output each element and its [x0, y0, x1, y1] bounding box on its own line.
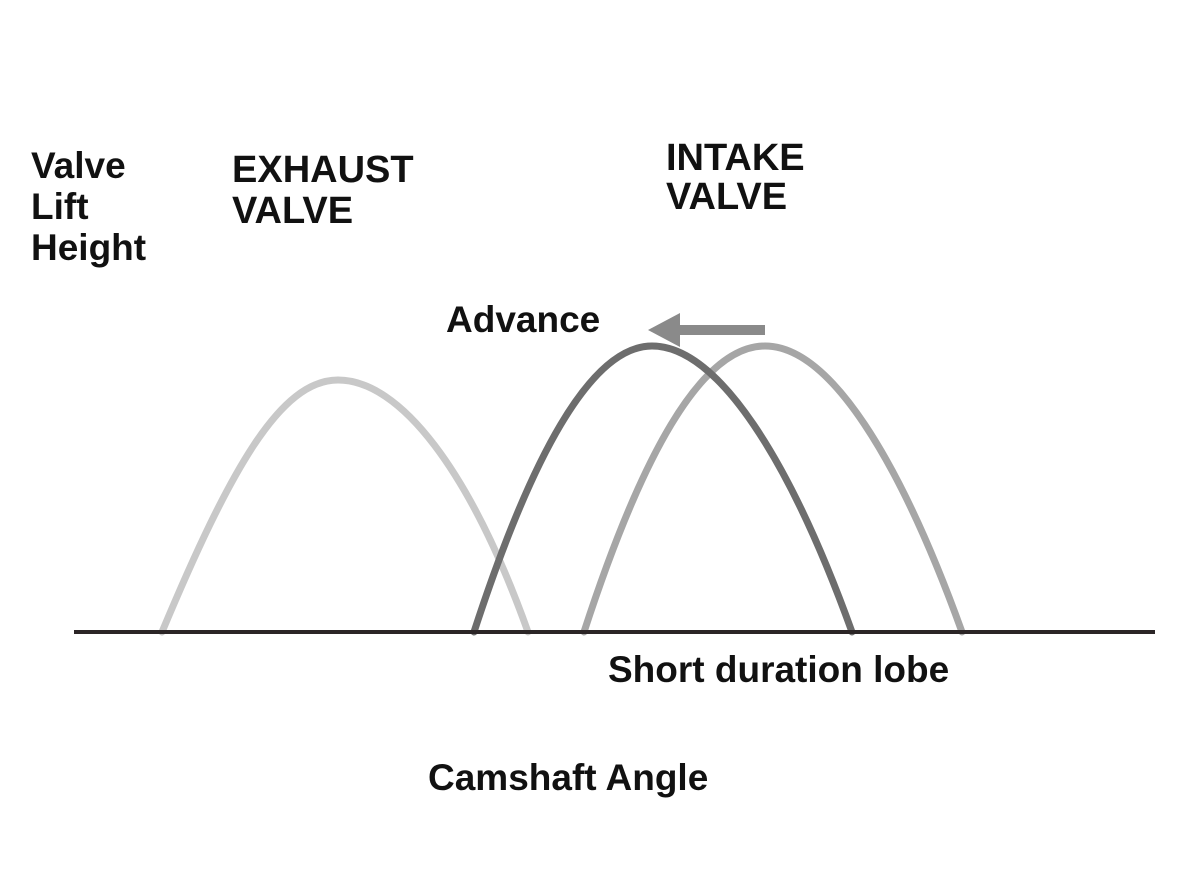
advance-label: Advance [446, 299, 601, 340]
advance-arrow-head-icon [648, 313, 680, 347]
short-duration-lobe-label: Short duration lobe [608, 649, 950, 690]
y-axis-label: Valve Lift Height [31, 145, 146, 268]
advanced-intake-valve-lobe [470, 342, 856, 636]
intake-valve-lobe [580, 342, 966, 636]
intake-valve-label: INTAKE VALVE [666, 139, 805, 217]
exhaust-valve-lobe [158, 376, 532, 636]
exhaust-valve-label-line-2: VALVE [232, 190, 354, 232]
intake-valve-label-line-2: VALVE [666, 176, 788, 218]
exhaust-valve-label: EXHAUST VALVE [232, 150, 414, 232]
y-axis-label-line-2: Lift [31, 186, 89, 227]
y-axis-label-line-1: Valve [31, 145, 126, 186]
exhaust-valve-label-line-1: EXHAUST [232, 149, 414, 191]
intake-valve-label-line-1: INTAKE [666, 137, 805, 179]
advance-arrow [648, 313, 765, 347]
y-axis-label-line-3: Height [31, 227, 147, 268]
x-axis-label: Camshaft Angle [428, 757, 709, 798]
